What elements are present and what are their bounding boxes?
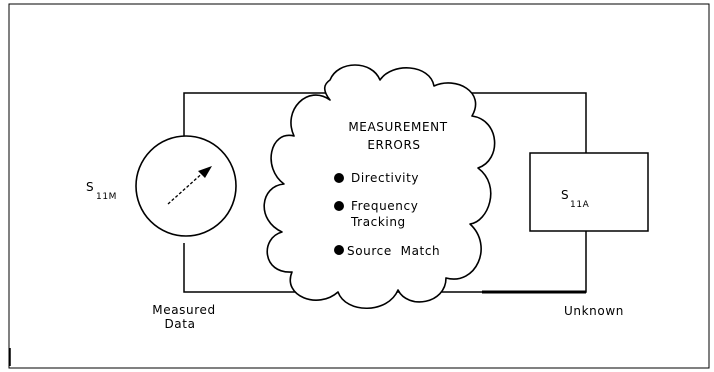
error-bullet-source-match bbox=[334, 245, 344, 255]
error-frequency-tracking-line2: Tracking bbox=[350, 215, 406, 229]
unknown-device-subscript: 11A bbox=[570, 200, 590, 210]
instrument-meter bbox=[135, 135, 237, 237]
instrument-symbol: S bbox=[86, 180, 94, 194]
error-directivity: Directivity bbox=[351, 171, 419, 185]
figure-frame bbox=[8, 3, 710, 369]
measured-data-line2: Data bbox=[164, 317, 195, 331]
error-source-match: Source Match bbox=[347, 244, 440, 258]
measurement-errors-cloud bbox=[263, 64, 496, 310]
instrument-subscript: 11M bbox=[96, 192, 117, 202]
errors-title-line2: ERRORS bbox=[367, 138, 420, 152]
error-frequency-tracking-line1: Frequency bbox=[351, 199, 418, 213]
meter-needle-arrowhead bbox=[198, 166, 212, 178]
meter-needle bbox=[167, 169, 207, 205]
unknown-device-box bbox=[529, 152, 649, 232]
error-bullet-frequency-tracking bbox=[334, 201, 344, 211]
unknown-device-symbol: S bbox=[561, 188, 569, 202]
errors-title-line1: MEASUREMENT bbox=[348, 120, 447, 134]
measured-data-line1: Measured bbox=[152, 303, 215, 317]
unknown-label: Unknown bbox=[564, 304, 624, 318]
error-bullet-directivity bbox=[334, 173, 344, 183]
